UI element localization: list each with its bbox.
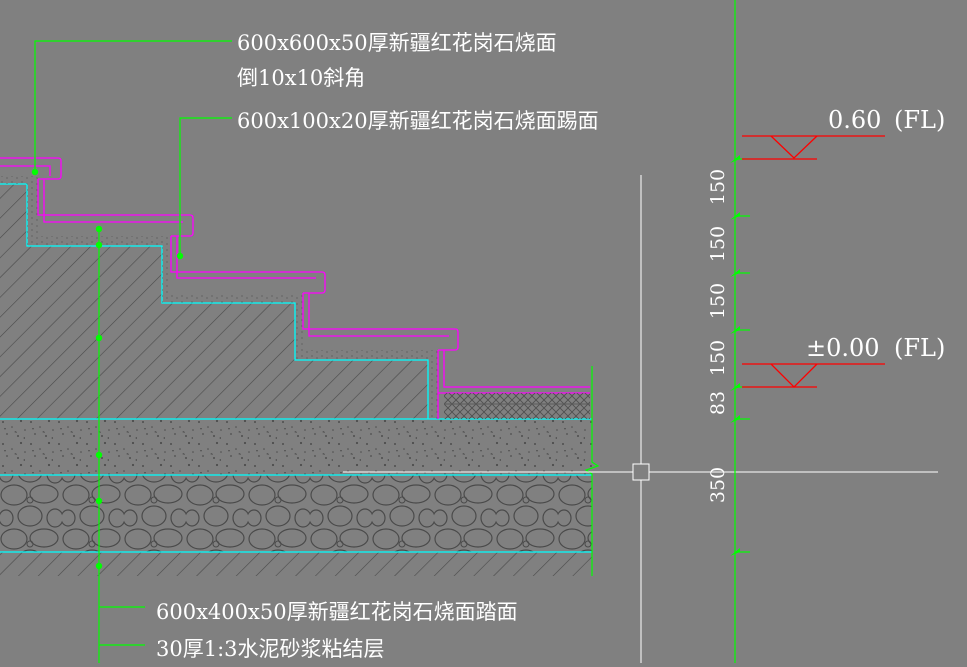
mortar-bed [0,176,438,419]
landing-paving [444,393,590,419]
level-marker-upper: 0.60 (FL) [742,106,945,160]
tread-spec-label: 600x400x50厚新疆红花岗石烧面踏面 [156,600,518,624]
dimension-label: 150 [707,226,729,262]
level-value: ±0.00 [806,334,880,362]
crosshair-cursor [343,175,938,663]
dimension-label: 150 [707,283,729,319]
level-marker-lower: ±0.00 (FL) [742,334,945,388]
dimension-labels: 150 150 150 150 83 350 [707,169,729,503]
level-suffix: (FL) [894,106,945,134]
dimension-label: 83 [707,391,729,415]
gravel-base-layer [0,475,592,552]
leader-dots [31,168,184,570]
paver-spec-label: 600x600x50厚新疆红花岗石烧面 [237,31,557,55]
dimension-label: 150 [707,169,729,205]
mortar-spec-label: 30厚1:3水泥砂浆粘结层 [156,637,385,661]
concrete-layer [0,419,592,475]
dimension-label: 150 [707,340,729,376]
level-value: 0.60 [828,106,881,134]
level-suffix: (FL) [894,334,945,362]
soil-hatch [0,552,592,576]
section-break-line [584,366,600,576]
paver-chamfer-label: 倒10x10斜角 [237,66,365,90]
vertical-dimension-chain [730,0,750,663]
riser-spec-label: 600x100x20厚新疆红花岗石烧面踢面 [237,109,599,133]
dimension-label: 350 [707,467,729,503]
leader-lines [34,40,232,663]
